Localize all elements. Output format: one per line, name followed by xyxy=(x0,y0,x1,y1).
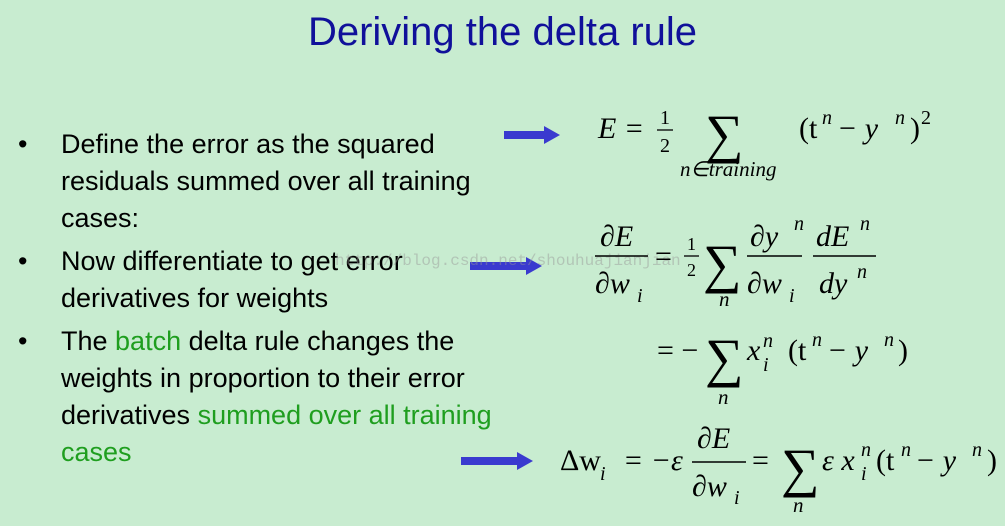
svg-text:n: n xyxy=(718,385,729,409)
svg-text:i: i xyxy=(637,285,643,307)
svg-text:=: = xyxy=(655,240,672,273)
svg-text:∑: ∑ xyxy=(705,328,744,388)
svg-text:1: 1 xyxy=(660,107,670,129)
svg-text:i: i xyxy=(861,463,867,485)
equation-batch-delta-rule: Δw i = −ε ∂E ∂w i = ∑ n ε x n i (t n − y… xyxy=(560,422,997,517)
svg-text:∂E: ∂E xyxy=(600,220,633,253)
svg-text:i: i xyxy=(600,463,606,485)
svg-text:(t: (t xyxy=(799,112,818,145)
arrow-right-icon xyxy=(461,452,533,470)
svg-text:∑: ∑ xyxy=(781,438,820,498)
svg-text:n: n xyxy=(812,329,822,351)
svg-text:n: n xyxy=(972,439,982,461)
svg-text:n: n xyxy=(793,493,804,517)
svg-text:n: n xyxy=(884,329,894,351)
svg-text:n: n xyxy=(719,287,730,311)
arrow-right-icon xyxy=(470,257,542,275)
svg-text:n: n xyxy=(857,261,867,283)
svg-text:− y: − y xyxy=(837,112,879,145)
svg-text:n: n xyxy=(860,213,870,235)
svg-text:x: x xyxy=(746,334,761,367)
bullet-item-batch-delta: • The batch delta rule changes the weigh… xyxy=(18,323,498,471)
svg-text:Δw: Δw xyxy=(560,444,601,477)
arrow-right-icon xyxy=(504,126,560,144)
equation-derivative-simplified: = − ∑ n x n i (t n − y n ) xyxy=(657,328,908,409)
svg-text:): ) xyxy=(898,334,908,367)
svg-text:− y: − y xyxy=(827,334,869,367)
svg-text:n: n xyxy=(763,330,773,352)
svg-text:n: n xyxy=(901,439,911,461)
batch-highlight: batch xyxy=(115,326,182,356)
svg-text:n∈training: n∈training xyxy=(680,157,776,181)
bullet-text: Define the error as the squared residual… xyxy=(61,129,471,233)
svg-text:i: i xyxy=(789,285,795,307)
svg-text:2: 2 xyxy=(921,107,931,129)
equation-error-definition: E = 1 2 ∑ n∈training (t n − y n ) 2 xyxy=(597,104,931,181)
bullet-icon: • xyxy=(18,246,28,276)
svg-text:1: 1 xyxy=(687,234,696,254)
bullet-item-define-error: • Define the error as the squared residu… xyxy=(18,126,498,237)
slide-title: Deriving the delta rule xyxy=(307,10,698,54)
svg-text:= −: = − xyxy=(657,334,698,367)
svg-text:=: = xyxy=(752,444,769,477)
svg-text:dy: dy xyxy=(819,267,848,300)
svg-text:): ) xyxy=(910,112,920,145)
svg-text:ε x: ε x xyxy=(822,444,855,477)
svg-text:− y: − y xyxy=(915,444,957,477)
bullet-text: Now differentiate to get error derivativ… xyxy=(61,246,403,313)
summed-highlight: summed over all training cases xyxy=(61,400,492,467)
watermark: http://blog.csdn.net/shouhuajianjian xyxy=(335,252,681,270)
bullet-icon: • xyxy=(18,326,28,356)
equations: E = 1 2 ∑ n∈training (t n − y n ) 2 ∂E ∂… xyxy=(560,104,997,517)
svg-text:∑: ∑ xyxy=(705,104,744,164)
svg-text:∑: ∑ xyxy=(703,234,742,294)
equation-derivative: ∂E ∂w i = 1 2 ∑ n ∂y n ∂w i dE n dy n xyxy=(595,213,876,311)
svg-text:∂w: ∂w xyxy=(595,267,630,300)
svg-text:= −ε: = −ε xyxy=(623,444,683,477)
bullet-icon: • xyxy=(18,129,28,159)
svg-text:i: i xyxy=(734,487,740,509)
svg-text:n: n xyxy=(822,107,832,129)
svg-text:): ) xyxy=(987,444,997,477)
bullet-item-differentiate: • Now differentiate to get error derivat… xyxy=(18,243,498,317)
svg-text:i: i xyxy=(763,354,769,376)
svg-text:n: n xyxy=(895,107,905,129)
bullet-text: The batch delta rule changes the weights… xyxy=(61,326,492,467)
svg-text:E =: E = xyxy=(597,112,644,145)
svg-text:∂w: ∂w xyxy=(747,267,782,300)
svg-text:2: 2 xyxy=(660,135,670,157)
svg-text:n: n xyxy=(861,439,871,461)
svg-text:n: n xyxy=(794,213,804,235)
svg-text:(t: (t xyxy=(876,444,895,477)
bullet-list: • Define the error as the squared residu… xyxy=(18,126,498,477)
svg-text:∂y: ∂y xyxy=(750,220,779,253)
svg-text:(t: (t xyxy=(788,334,807,367)
svg-text:2: 2 xyxy=(687,260,696,280)
svg-text:∂E: ∂E xyxy=(697,422,730,455)
svg-text:dE: dE xyxy=(816,220,849,253)
svg-text:∂w: ∂w xyxy=(692,470,727,503)
